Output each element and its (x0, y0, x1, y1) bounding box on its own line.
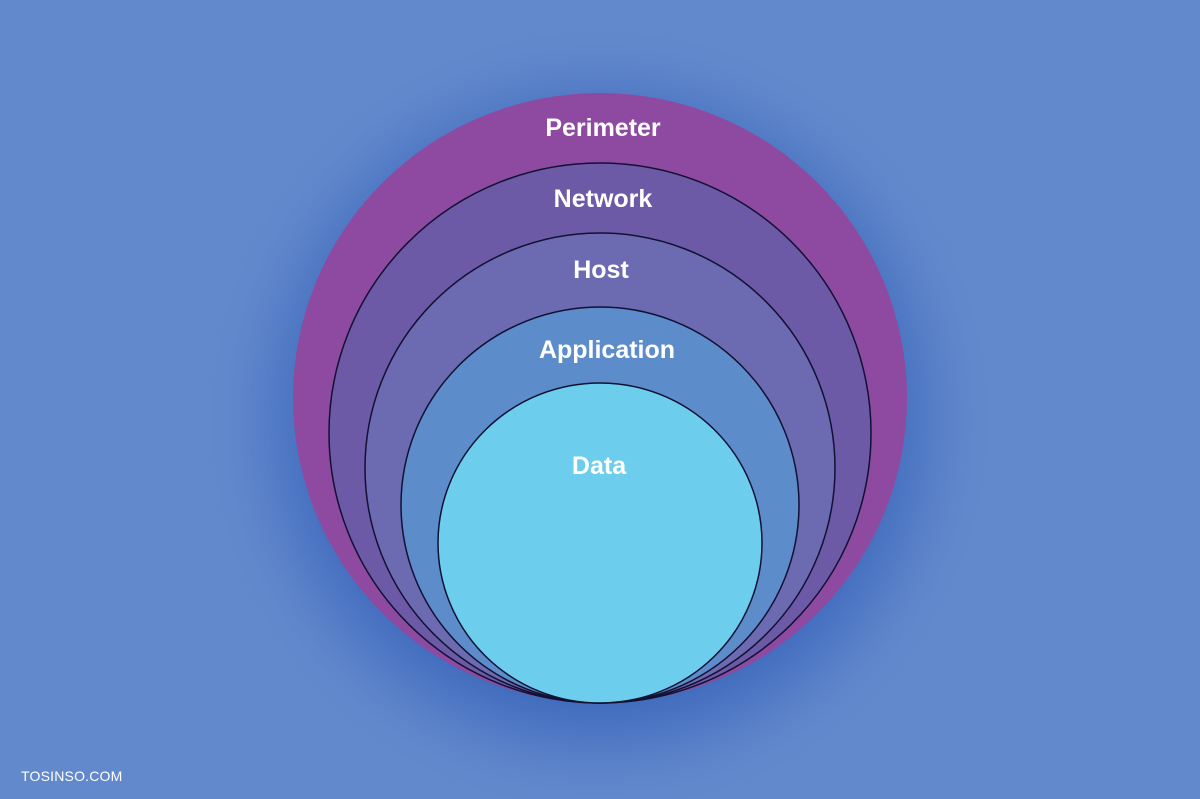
layer-label-perimeter: Perimeter (545, 114, 661, 142)
watermark-text: TOSINSO.COM (21, 768, 123, 784)
layer-label-data: Data (572, 452, 627, 480)
layer-data-core (437, 382, 763, 704)
layer-label-network: Network (554, 185, 653, 213)
layer-label-application: Application (539, 336, 675, 364)
layer-label-host: Host (573, 256, 629, 284)
